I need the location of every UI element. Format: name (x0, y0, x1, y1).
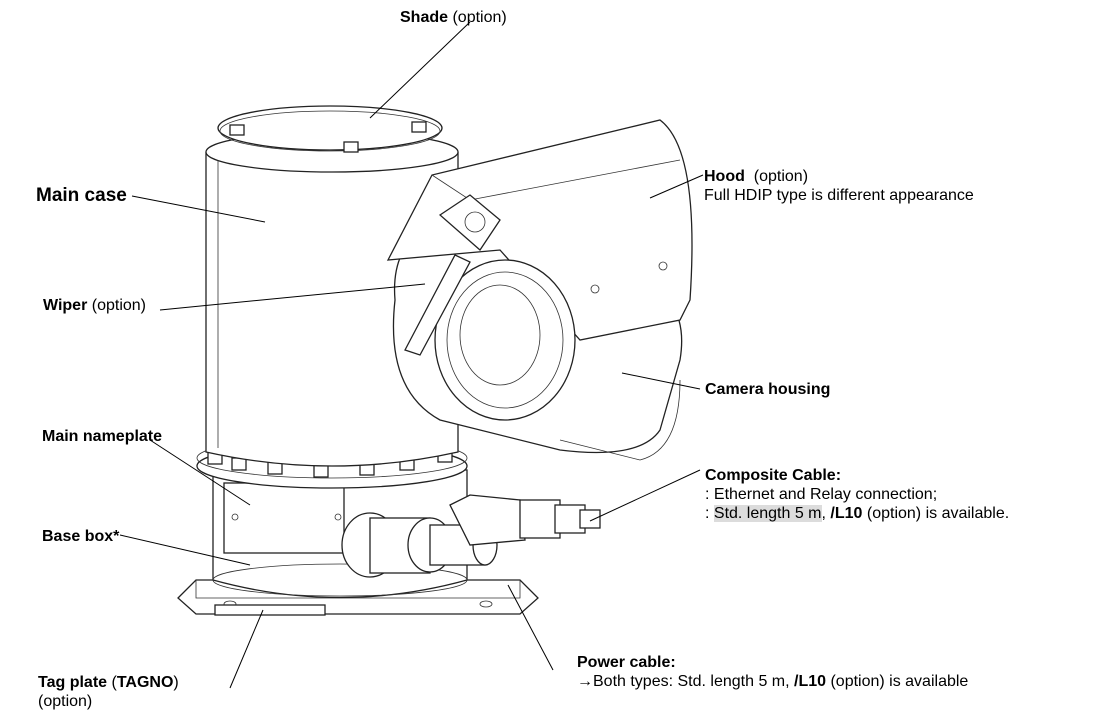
label-hood: Hood (option) Full HDIP type is differen… (704, 167, 974, 205)
label-wiper-suffix: (option) (87, 297, 147, 314)
leader-base-box (119, 534, 251, 566)
label-wiper: Wiper (option) (43, 296, 146, 315)
leader-lines (119, 21, 704, 689)
leader-main-nameplate (149, 439, 251, 506)
cable-glands (341, 494, 601, 578)
label-shade: Shade (option) (400, 8, 507, 27)
leader-hood (649, 174, 704, 199)
label-tag-plate: Tag plate (TAGNO) (option) (38, 674, 179, 710)
leader-main-case (131, 195, 266, 223)
leader-shade (369, 21, 471, 119)
label-main-nameplate: Main nameplate (42, 428, 163, 445)
leader-wiper (159, 283, 426, 311)
leader-camera-housing (621, 372, 701, 390)
label-composite-cable-name: Composite Cable: (705, 467, 842, 484)
label-shade-name: Shade (400, 9, 449, 26)
label-power-cable-name: Power cable: (577, 654, 676, 671)
label-composite-cable-line3: : Std. length 5 m, /L10 (option) is avai… (705, 505, 1010, 522)
main-nameplate (223, 482, 345, 554)
lens (434, 259, 576, 421)
std-length-highlight: Std. length 5 m (713, 505, 822, 522)
label-camera-housing: Camera housing (705, 381, 831, 398)
label-tag-plate-code: TAGNO (116, 674, 174, 691)
label-hood-suffix: (option) (744, 168, 809, 185)
label-composite-cable-line2: : Ethernet and Relay connection; (705, 486, 938, 503)
leader-composite-cable (589, 469, 701, 522)
label-hood-note: Full HDIP type is different appearance (704, 187, 974, 204)
tag-plate (214, 604, 326, 616)
leader-tag-plate (229, 609, 264, 689)
label-main-case: Main case (36, 185, 127, 206)
label-tag-plate-name: Tag plate (38, 674, 108, 691)
label-power-cable-line2: →Both types: Std. length 5 m, /L10 (opti… (577, 673, 969, 690)
hood (386, 119, 693, 341)
shade (217, 105, 443, 153)
label-power-cable: Power cable: →Both types: Std. length 5 … (577, 653, 968, 691)
label-hood-name: Hood (704, 168, 745, 185)
leader-power-cable (507, 584, 554, 671)
label-composite-cable: Composite Cable: : Ethernet and Relay co… (705, 466, 1009, 523)
label-base-box: Base box* (42, 528, 120, 545)
wiper (404, 194, 501, 356)
label-shade-suffix: (option) (448, 9, 507, 26)
label-wiper-name: Wiper (43, 297, 88, 314)
label-tag-plate-option: (option) (38, 693, 93, 710)
